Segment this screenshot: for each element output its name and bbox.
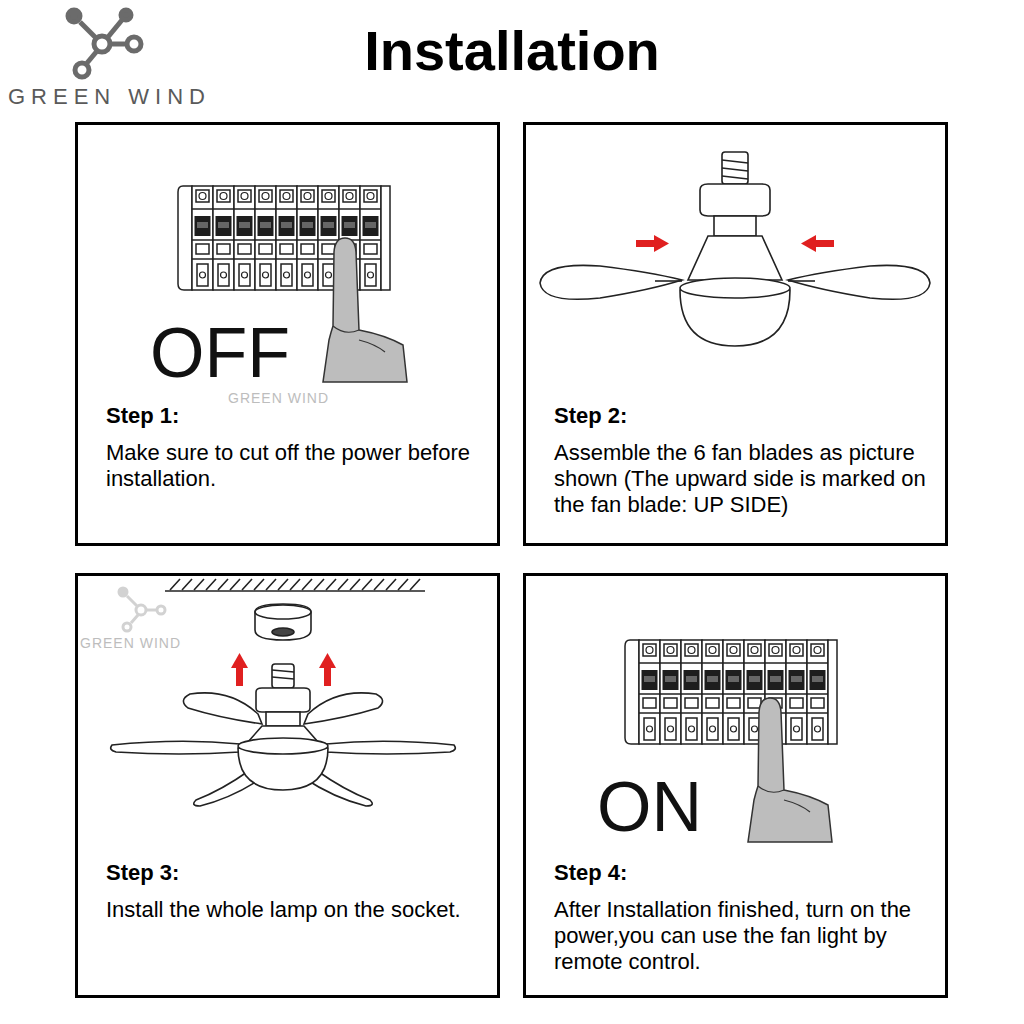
step-heading: Step 3:: [106, 860, 483, 886]
logo-icon: [68, 10, 141, 77]
watermark-icon: [136, 605, 146, 615]
watermark-icon: [123, 623, 131, 631]
page-title: Installation: [0, 18, 1024, 84]
step-heading: Step 1:: [106, 403, 483, 429]
watermark-icon: [157, 606, 165, 614]
red-arrow: [636, 240, 656, 247]
watermark-icon: [119, 588, 127, 596]
fan-light: [256, 688, 310, 712]
brand-name: GREEN WIND: [8, 86, 211, 108]
step-text: Step 2: Assemble the 6 fan blades as pict…: [554, 403, 931, 518]
red-arrow: [654, 235, 669, 252]
step-panel: Step 4: After Installation finished, turn…: [523, 573, 948, 998]
fan-light: [722, 176, 748, 179]
logo-icon: [75, 63, 89, 77]
step-description: Assemble the 6 fan blades as picture sho…: [554, 440, 931, 518]
logo-icon: [108, 20, 122, 37]
step-panel: Step 2: Assemble the 6 fan blades as pict…: [523, 122, 948, 546]
lamp-socket: [255, 604, 311, 640]
step-text: Step 4: After Installation finished, turn…: [554, 860, 931, 975]
watermark-icon: [131, 615, 138, 623]
ceiling: [170, 579, 420, 590]
logo-icon: [94, 36, 110, 52]
fan-light: [680, 152, 790, 346]
step-heading: Step 2:: [554, 403, 931, 429]
fan-light: [722, 152, 748, 184]
step-text: Step 3: Install the whole lamp on the soc…: [106, 860, 483, 923]
red-arrow: [319, 653, 336, 668]
illustration: [625, 640, 837, 744]
ceiling: [165, 590, 425, 592]
red-arrow: [801, 235, 816, 252]
step-text: Step 1: Make sure to cut off the power be…: [106, 403, 483, 492]
switch-state: OFF: [150, 318, 290, 388]
fan-light: [722, 168, 748, 171]
fan-light: [272, 664, 294, 688]
logo-icon: [80, 22, 96, 38]
step-heading: Step 4:: [554, 860, 931, 886]
red-arrow: [324, 666, 331, 686]
fan-light: [272, 677, 294, 679]
logo-icon: [87, 51, 97, 63]
fan-blade: [326, 741, 455, 754]
watermark-icon: [127, 596, 137, 606]
logo-icon: [68, 10, 80, 22]
watermark-icon: [119, 588, 165, 631]
lamp-socket: [255, 604, 311, 640]
fan-blade: [111, 741, 240, 754]
illustration: [178, 186, 390, 290]
fan-light: [714, 216, 756, 236]
fan-blade: [655, 280, 682, 282]
watermark: GREEN WIND: [228, 391, 329, 405]
lamp-socket: [272, 628, 294, 636]
step-description: Install the whole lamp on the socket.: [106, 897, 483, 923]
logo-icon: [121, 10, 131, 20]
fan-blade: [788, 265, 930, 299]
red-arrow: [636, 235, 834, 252]
fan-light: [266, 712, 300, 726]
lamp-socket: [255, 605, 311, 619]
red-arrow: [236, 666, 243, 686]
fan-blade: [540, 265, 682, 299]
fan-light: [700, 184, 770, 216]
ceiling: [165, 579, 425, 591]
fan-blade: [183, 693, 262, 724]
step-description: After Installation finished, turn on the…: [554, 897, 931, 975]
fan-light: [680, 278, 790, 298]
fan-blade: [788, 280, 815, 282]
fan-light: [722, 160, 748, 163]
step-description: Make sure to cut off the power before in…: [106, 440, 483, 492]
fan-blade: [304, 693, 383, 724]
logo-icon: [127, 37, 141, 51]
switch-state: ON: [597, 772, 702, 842]
fan-light: [688, 236, 782, 280]
fan-blade: [540, 265, 930, 299]
illustration: [748, 698, 832, 842]
watermark: GREEN WIND: [80, 636, 181, 650]
fan-light: [272, 670, 294, 672]
red-arrow: [814, 240, 834, 247]
illustration: [323, 238, 407, 382]
fan-light: [238, 738, 328, 754]
red-arrow: [231, 653, 248, 668]
fan-light: [238, 664, 328, 790]
